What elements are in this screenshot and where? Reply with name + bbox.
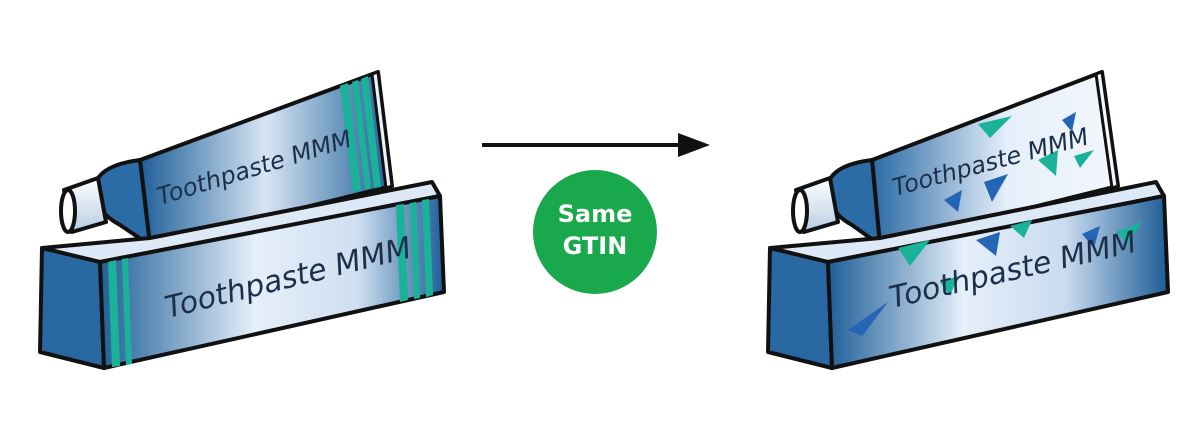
- right-box-triangle-pattern: [848, 220, 1142, 336]
- left-box-stripes: [108, 199, 433, 367]
- badge-line-1: Same: [558, 200, 633, 228]
- transition-arrow: [482, 133, 710, 157]
- right-box: Toothpaste MMM: [766, 180, 1170, 370]
- badge-circle: [533, 170, 657, 294]
- left-box: Toothpaste MMM: [38, 180, 446, 370]
- right-product: Toothpaste MMM Toothpaste MMM: [766, 70, 1170, 370]
- right-tube-triangle-pattern: [944, 112, 1094, 212]
- same-gtin-badge: Same GTIN: [533, 170, 657, 294]
- badge-line-2: GTIN: [563, 232, 628, 260]
- left-tube: Toothpaste MMM: [59, 69, 394, 247]
- left-product: Toothpaste MMM Toothpaste MMM: [38, 69, 446, 370]
- left-tube-cap: [59, 176, 108, 234]
- right-tube-cap: [791, 176, 840, 234]
- left-tube-stripes: [340, 76, 381, 192]
